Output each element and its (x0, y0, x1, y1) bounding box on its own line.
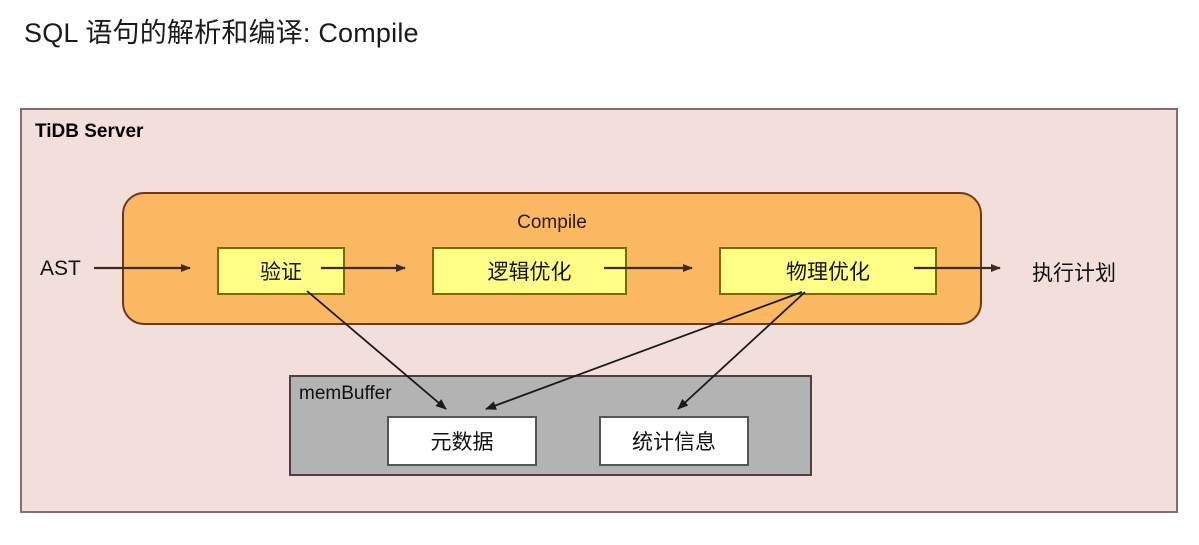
stage-box-logical-optimize[interactable]: 逻辑优化 (432, 247, 627, 295)
tidb-server-container: TiDB Server AST 执行计划 Compile 验证 逻辑优化 物理优… (20, 108, 1178, 513)
compile-group-container: Compile 验证 逻辑优化 物理优化 (122, 192, 982, 325)
compile-group-label: Compile (517, 212, 587, 233)
store-box-statistics[interactable]: 统计信息 (599, 416, 749, 466)
stage-box-validate[interactable]: 验证 (217, 247, 345, 295)
tidb-server-label: TiDB Server (35, 121, 144, 142)
output-label-execution-plan: 执行计划 (1032, 262, 1116, 285)
store-box-metadata[interactable]: 元数据 (387, 416, 537, 466)
membuffer-container: memBuffer 元数据 统计信息 (289, 375, 812, 476)
input-label-ast: AST (40, 257, 81, 280)
stage-box-physical-optimize[interactable]: 物理优化 (719, 247, 937, 295)
membuffer-label: memBuffer (299, 383, 392, 404)
page-title: SQL 语句的解析和编译: Compile (24, 18, 419, 48)
